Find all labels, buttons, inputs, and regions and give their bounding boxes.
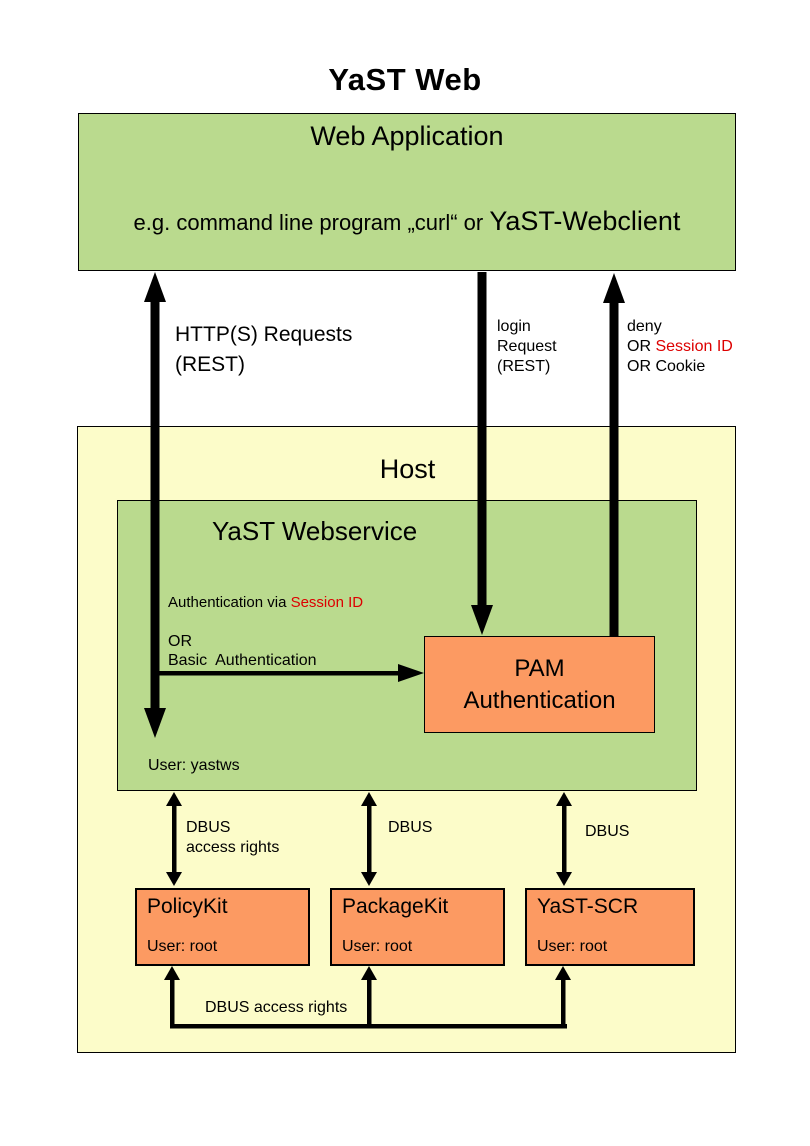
dbus-middle-label: DBUS — [388, 819, 433, 836]
webservice-user-label: User: yastws — [148, 757, 240, 774]
or-label: OR — [168, 633, 192, 650]
dbus-access-rights-label: DBUS access rights — [186, 818, 279, 858]
web-application-title: Web Application — [310, 121, 504, 151]
login-label-line3: (REST) — [497, 358, 551, 375]
deny-label-line1: deny — [627, 318, 662, 335]
policykit-title: PolicyKit — [147, 895, 228, 918]
http-requests-label: HTTP(S) Requests (REST) — [175, 320, 352, 380]
session-id-text: Session ID — [290, 594, 364, 611]
packagekit-box: PackageKit User: root — [330, 888, 505, 966]
packagekit-user-label: User: root — [342, 938, 413, 955]
policykit-box: PolicyKit User: root — [135, 888, 310, 966]
http-label-line1: HTTP(S) Requests — [175, 323, 353, 346]
packagekit-title: PackageKit — [342, 895, 449, 918]
web-application-example: e.g. command line program „curl“ or YaST… — [79, 206, 735, 237]
deny-label-line3: OR Cookie — [627, 358, 706, 375]
dbus-left-line1: DBUS — [186, 819, 231, 836]
policykit-user-label: User: root — [147, 938, 218, 955]
dbus-access-rights-bottom-label: DBUS access rights — [205, 999, 348, 1016]
deny-label: deny OR Session ID OR Cookie — [627, 317, 733, 377]
host-title: Host — [379, 454, 436, 484]
dbus-left-line2: access rights — [186, 839, 280, 856]
login-label-line1: login — [497, 318, 531, 335]
dbus-right-label: DBUS — [585, 823, 630, 840]
authentication-via-label: Authentication via Session ID — [168, 594, 363, 611]
login-request-label: login Request (REST) — [497, 317, 557, 377]
yast-webservice-title: YaST Webservice — [212, 516, 418, 546]
yast-scr-box: YaST-SCR User: root — [525, 888, 695, 966]
pam-line2: Authentication — [463, 686, 616, 714]
yast-scr-user-label: User: root — [537, 938, 608, 955]
pam-authentication-box: PAM Authentication — [424, 636, 655, 733]
pam-line1: PAM — [514, 654, 565, 682]
deny-label-line2: OR Session ID — [627, 337, 733, 357]
deny-session-id-text: Session ID — [655, 338, 733, 355]
login-label-line2: Request — [497, 338, 557, 355]
example-prefix: e.g. command line program „curl“ or — [133, 210, 490, 235]
auth-prefix: Authentication via — [168, 594, 291, 611]
diagram-title: YaST Web — [328, 62, 482, 97]
web-application-box: Web Application e.g. command line progra… — [78, 113, 736, 271]
deny-or-prefix: OR — [627, 338, 656, 355]
yast-scr-title: YaST-SCR — [537, 895, 639, 918]
http-label-line2: (REST) — [175, 353, 245, 376]
basic-authentication-label: Basic Authentication — [168, 652, 317, 669]
example-client: YaST-Webclient — [489, 206, 681, 236]
